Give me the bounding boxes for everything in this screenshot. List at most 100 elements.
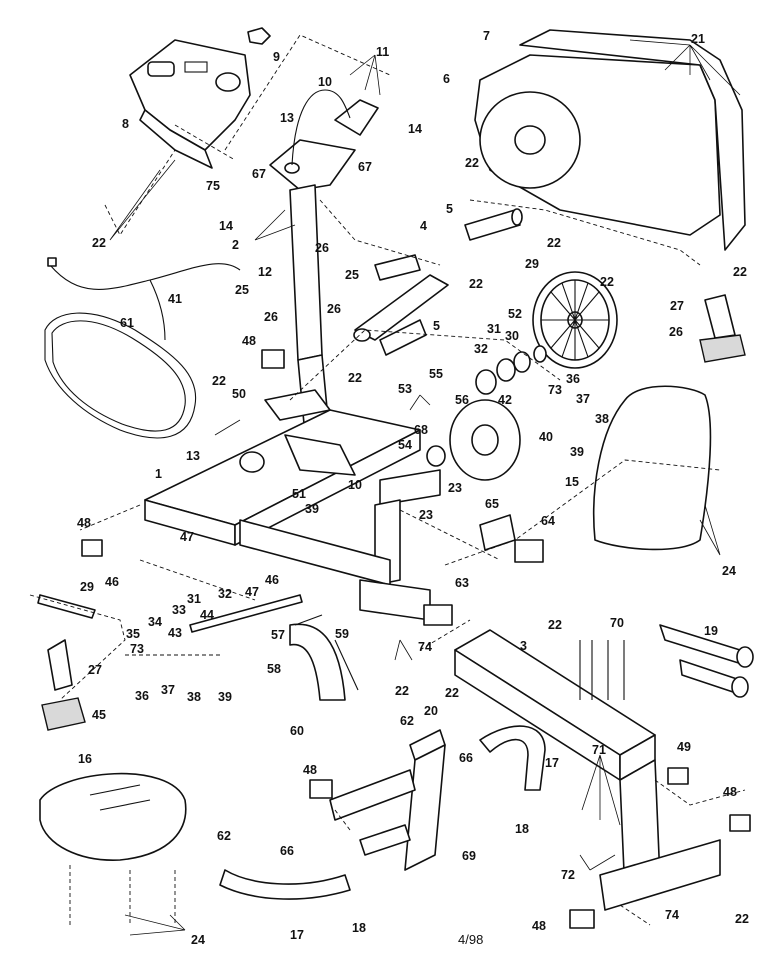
callout-37: 37 (576, 392, 590, 406)
callout-38: 38 (187, 690, 201, 704)
callout-59: 59 (335, 627, 349, 641)
callout-26: 26 (315, 241, 329, 255)
pulley-assembly-part (426, 345, 547, 481)
callout-31: 31 (487, 322, 501, 336)
callout-74: 74 (418, 640, 432, 654)
callout-69: 69 (462, 849, 476, 863)
callout-29: 29 (80, 580, 94, 594)
callout-73: 73 (130, 642, 144, 656)
callout-34: 34 (148, 615, 162, 629)
callout-5: 5 (433, 319, 440, 333)
callout-14: 14 (219, 219, 233, 233)
callout-17: 17 (545, 756, 559, 770)
callout-39: 39 (570, 445, 584, 459)
callout-5: 5 (446, 202, 453, 216)
callout-21: 21 (691, 32, 705, 46)
wire-harness-part (47, 257, 241, 341)
callout-47: 47 (180, 530, 194, 544)
callout-22: 22 (395, 684, 409, 698)
callout-41: 41 (168, 292, 182, 306)
callout-6: 6 (443, 72, 450, 86)
callout-46: 46 (265, 573, 279, 587)
callout-73: 73 (548, 383, 562, 397)
callout-51: 51 (292, 487, 306, 501)
callout-22: 22 (733, 265, 747, 279)
callout-26: 26 (327, 302, 341, 316)
callout-75: 75 (206, 179, 220, 193)
pedal-left-part (41, 639, 86, 731)
callout-1: 1 (155, 467, 162, 481)
callout-36: 36 (566, 372, 580, 386)
callout-66: 66 (280, 844, 294, 858)
callout-39: 39 (305, 502, 319, 516)
callout-27: 27 (88, 663, 102, 677)
callout-22: 22 (92, 236, 106, 250)
callout-40: 40 (539, 430, 553, 444)
brake-strap-part (289, 614, 359, 701)
callout-56: 56 (455, 393, 469, 407)
callout-46: 46 (105, 575, 119, 589)
callout-30: 30 (505, 329, 519, 343)
callout-62: 62 (400, 714, 414, 728)
callout-67: 67 (252, 167, 266, 181)
callout-2: 2 (232, 238, 239, 252)
callout-7: 7 (483, 29, 490, 43)
callout-39: 39 (218, 690, 232, 704)
callout-43: 43 (168, 626, 182, 640)
callout-50: 50 (232, 387, 246, 401)
callout-10: 10 (318, 75, 332, 89)
upright-post-part (269, 99, 379, 446)
callout-68: 68 (414, 423, 428, 437)
callout-72: 72 (561, 868, 575, 882)
callout-71: 71 (592, 743, 606, 757)
seat-back-part (592, 385, 712, 551)
callout-57: 57 (271, 628, 285, 642)
callout-67: 67 (358, 160, 372, 174)
callout-labels: 1 2 3 4 5 5 6 7 8 9 10 10 11 12 13 13 14… (77, 29, 749, 947)
handlebar-tube-part (353, 254, 449, 342)
callout-47: 47 (245, 585, 259, 599)
knob-part (247, 27, 271, 45)
callout-22: 22 (465, 156, 479, 170)
callout-19: 19 (704, 624, 718, 638)
callout-48: 48 (723, 785, 737, 799)
callout-22: 22 (548, 618, 562, 632)
callout-62: 62 (217, 829, 231, 843)
callout-15: 15 (565, 475, 579, 489)
callout-32: 32 (218, 587, 232, 601)
callout-58: 58 (267, 662, 281, 676)
callout-8: 8 (122, 117, 129, 131)
callout-60: 60 (290, 724, 304, 738)
revision-date-code: 4/98 (458, 932, 483, 947)
callout-9: 9 (273, 50, 280, 64)
callout-48: 48 (532, 919, 546, 933)
callout-63: 63 (455, 576, 469, 590)
callout-11: 11 (376, 45, 389, 59)
callout-35: 35 (126, 627, 140, 641)
seat-rail-part (454, 629, 721, 911)
callout-61: 61 (120, 316, 134, 330)
callout-36: 36 (135, 689, 149, 703)
pedal-right-part (699, 294, 746, 363)
callout-22: 22 (348, 371, 362, 385)
upper-wire-part (291, 89, 351, 166)
main-frame-part (144, 389, 441, 621)
carriage-bolt-part (579, 640, 625, 700)
callout-38: 38 (595, 412, 609, 426)
callout-14: 14 (408, 122, 422, 136)
callout-23: 23 (448, 481, 462, 495)
callout-25: 25 (345, 268, 359, 282)
drive-belt-part (44, 312, 197, 439)
callout-74: 74 (665, 908, 679, 922)
callout-leaders (109, 39, 741, 936)
flywheel-part (532, 271, 618, 369)
callout-13: 13 (280, 111, 294, 125)
callout-53: 53 (398, 382, 412, 396)
callout-26: 26 (264, 310, 278, 324)
roller-part (379, 208, 523, 356)
callout-12: 12 (258, 265, 272, 279)
callout-48: 48 (303, 763, 317, 777)
callout-54: 54 (398, 438, 412, 452)
